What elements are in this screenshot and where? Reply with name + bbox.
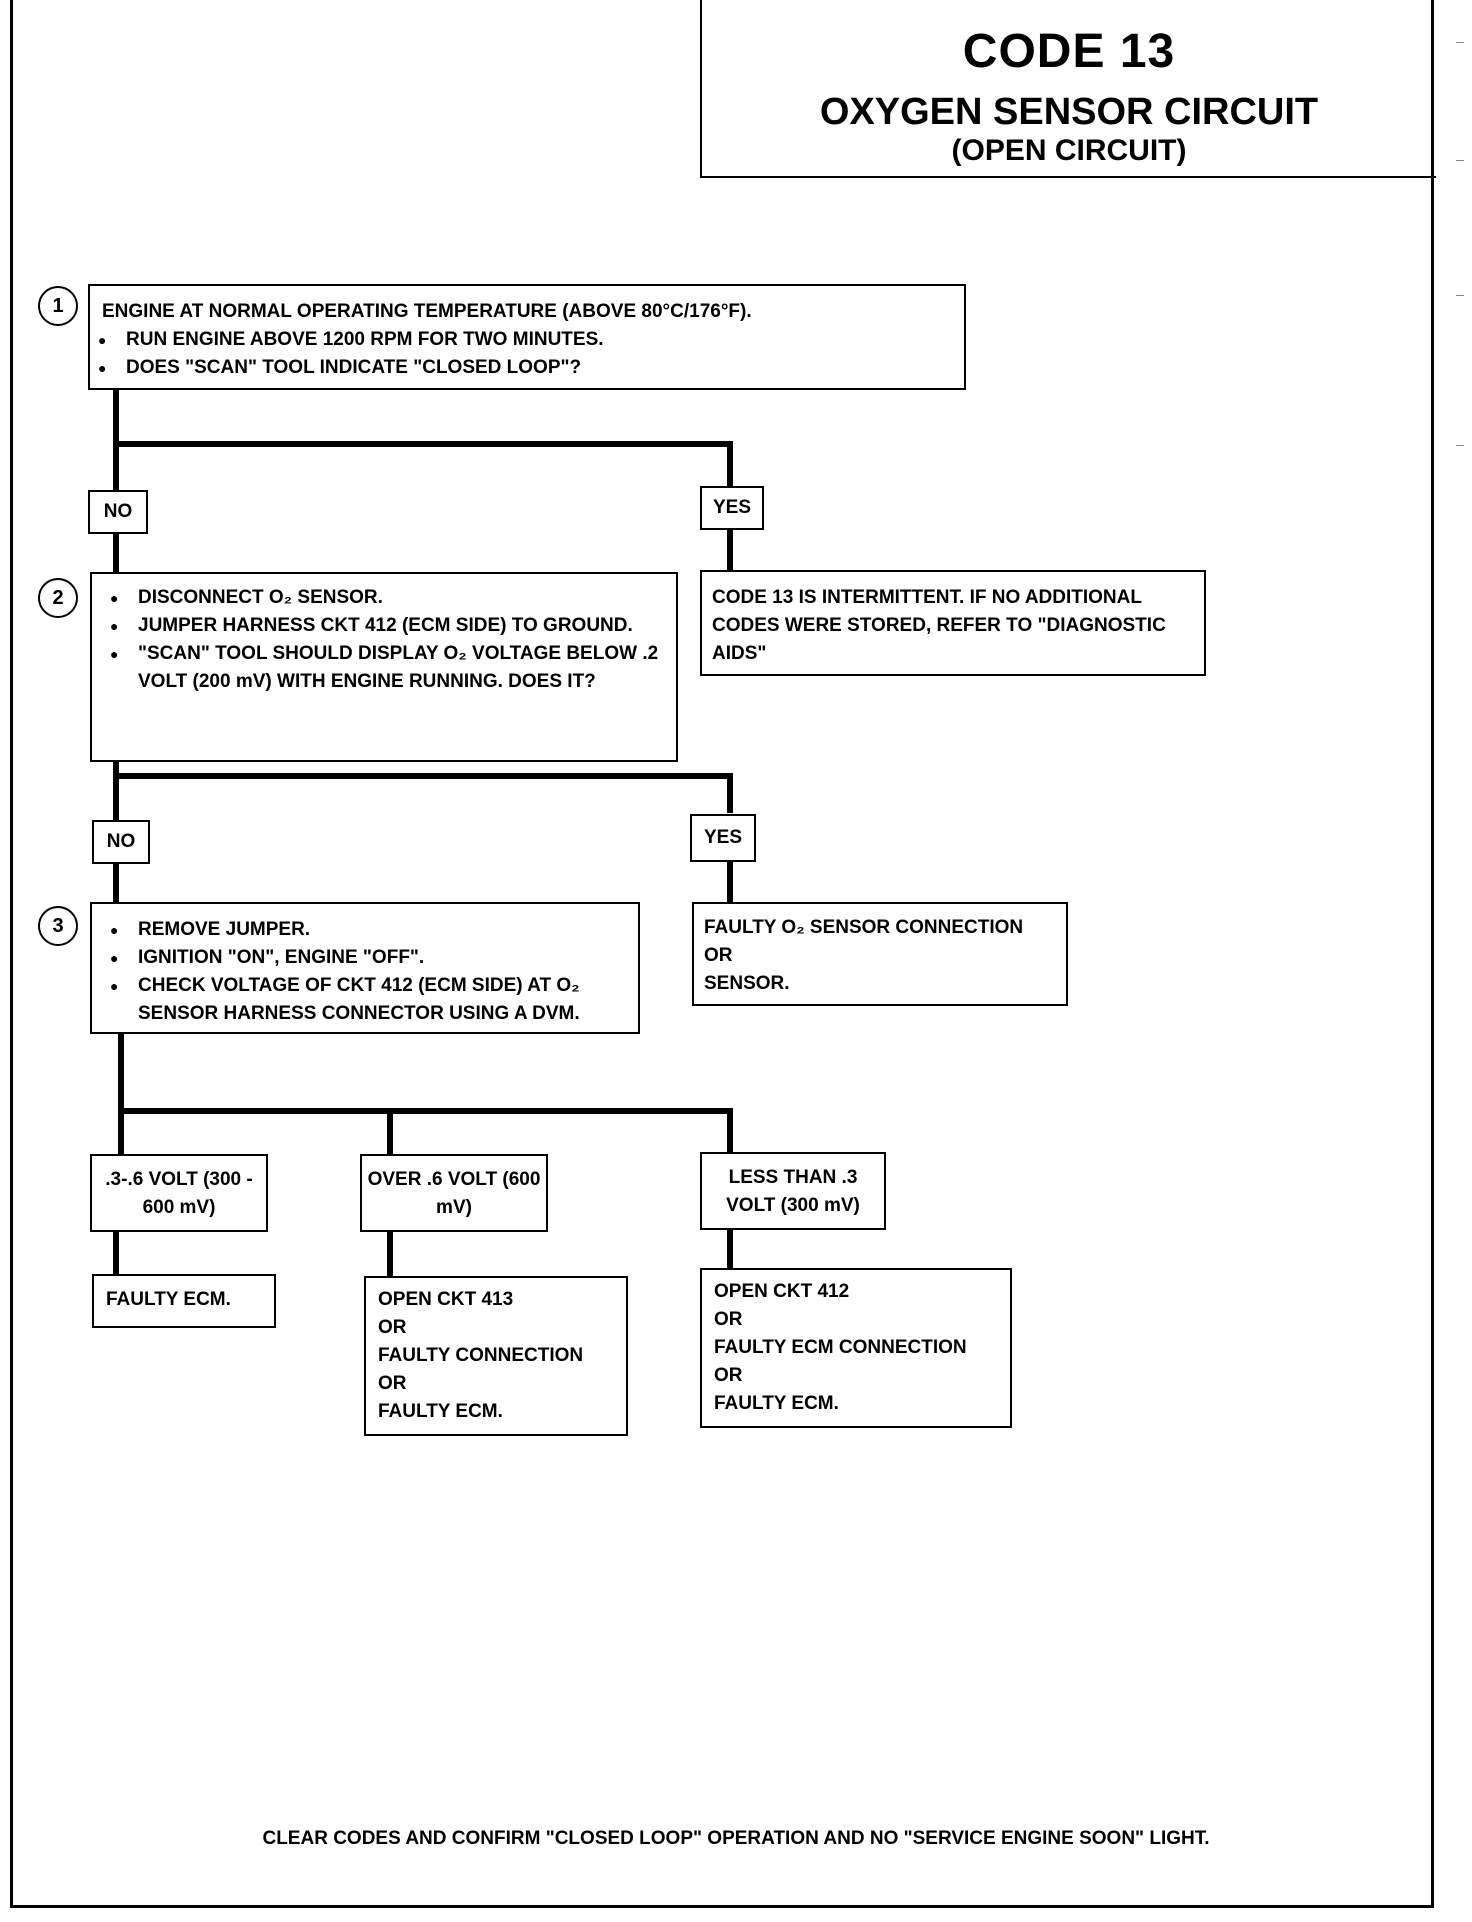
no-branch-label: NO bbox=[88, 490, 148, 534]
step-2-bullet: "SCAN" TOOL SHOULD DISPLAY O₂ VOLTAGE BE… bbox=[102, 640, 666, 696]
connector-line bbox=[113, 532, 119, 574]
result-line: OR bbox=[378, 1373, 407, 1394]
code-number: CODE 13 bbox=[962, 25, 1176, 78]
voltage-range-box: LESS THAN .3 VOLT (300 mV) bbox=[700, 1152, 886, 1230]
result-line: FAULTY ECM. bbox=[714, 1393, 839, 1414]
result-line: SENSOR. bbox=[704, 973, 790, 994]
step-number-2: 2 bbox=[38, 578, 78, 618]
page-title: OXYGEN SENSOR CIRCUIT bbox=[819, 91, 1319, 133]
connector-line bbox=[727, 441, 733, 493]
yes-branch-label: YES bbox=[700, 486, 764, 530]
result-box: OPEN CKT 413 OR FAULTY CONNECTION OR FAU… bbox=[364, 1276, 628, 1436]
margin-tick bbox=[1456, 295, 1464, 296]
result-line: OR bbox=[378, 1317, 407, 1338]
result-line: OR bbox=[704, 945, 733, 966]
step-2-box: DISCONNECT O₂ SENSOR. JUMPER HARNESS CKT… bbox=[90, 572, 678, 762]
voltage-range-box: OVER .6 VOLT (600 mV) bbox=[360, 1154, 548, 1232]
connector-line bbox=[113, 773, 733, 779]
step-2-bullet: JUMPER HARNESS CKT 412 (ECM SIDE) TO GRO… bbox=[102, 612, 666, 640]
connector-line bbox=[387, 1108, 393, 1154]
connector-line bbox=[113, 390, 119, 444]
result-line: OPEN CKT 412 bbox=[714, 1281, 850, 1302]
result-line: FAULTY ECM. bbox=[106, 1289, 231, 1310]
margin-tick bbox=[1456, 445, 1464, 446]
voltage-range-box: .3-.6 VOLT (300 - 600 mV) bbox=[90, 1154, 268, 1232]
page-frame bbox=[10, 0, 1434, 1908]
connector-line bbox=[387, 1230, 393, 1278]
result-line: OR bbox=[714, 1365, 743, 1386]
step-3-bullet: IGNITION "ON", ENGINE "OFF". bbox=[102, 944, 628, 972]
step-2-bullet: DISCONNECT O₂ SENSOR. bbox=[102, 584, 666, 612]
result-line: OR bbox=[714, 1309, 743, 1330]
connector-line bbox=[727, 773, 733, 813]
no-branch-label: NO bbox=[92, 820, 150, 864]
connector-line bbox=[113, 441, 119, 493]
connector-line bbox=[727, 527, 733, 571]
connector-line bbox=[727, 862, 733, 906]
yes-branch-label: YES bbox=[690, 814, 756, 862]
result-intermittent-box: CODE 13 IS INTERMITTENT. IF NO ADDITIONA… bbox=[700, 570, 1206, 676]
step-1-box: ENGINE AT NORMAL OPERATING TEMPERATURE (… bbox=[88, 284, 966, 390]
connector-line bbox=[118, 1034, 124, 1154]
result-line: FAULTY ECM. bbox=[378, 1401, 503, 1422]
step-1-bullet: RUN ENGINE ABOVE 1200 RPM FOR TWO MINUTE… bbox=[90, 326, 954, 354]
margin-tick bbox=[1456, 42, 1464, 43]
connector-line bbox=[727, 1226, 733, 1270]
result-line: FAULTY ECM CONNECTION bbox=[714, 1337, 967, 1358]
result-box: FAULTY ECM. bbox=[92, 1274, 276, 1328]
footer-instruction: CLEAR CODES AND CONFIRM "CLOSED LOOP" OP… bbox=[262, 1828, 1210, 1849]
step-3-bullet: CHECK VOLTAGE OF CKT 412 (ECM SIDE) AT O… bbox=[102, 972, 628, 1028]
result-line: OPEN CKT 413 bbox=[378, 1289, 514, 1310]
connector-line bbox=[118, 1108, 733, 1114]
connector-line bbox=[113, 862, 119, 906]
step-3-box: REMOVE JUMPER. IGNITION "ON", ENGINE "OF… bbox=[90, 902, 640, 1034]
result-line: FAULTY O₂ SENSOR CONNECTION bbox=[704, 917, 1024, 938]
step-1-intro: ENGINE AT NORMAL OPERATING TEMPERATURE (… bbox=[102, 301, 752, 322]
connector-line bbox=[113, 441, 733, 447]
connector-line bbox=[113, 760, 119, 826]
result-line: FAULTY CONNECTION bbox=[378, 1345, 584, 1366]
step-3-bullet: REMOVE JUMPER. bbox=[102, 916, 628, 944]
page-subtitle: (OPEN CIRCUIT) bbox=[951, 134, 1187, 167]
result-box: OPEN CKT 412 OR FAULTY ECM CONNECTION OR… bbox=[700, 1268, 1012, 1428]
connector-line bbox=[113, 1230, 119, 1274]
step-number-3: 3 bbox=[38, 906, 78, 946]
result-faulty-sensor-box: FAULTY O₂ SENSOR CONNECTION OR SENSOR. bbox=[692, 902, 1068, 1006]
step-number-1: 1 bbox=[38, 286, 78, 326]
connector-line bbox=[727, 1108, 733, 1154]
margin-tick bbox=[1456, 160, 1464, 161]
title-block: CODE 13 OXYGEN SENSOR CIRCUIT (OPEN CIRC… bbox=[700, 0, 1436, 178]
step-1-bullet: DOES "SCAN" TOOL INDICATE "CLOSED LOOP"? bbox=[90, 354, 954, 382]
